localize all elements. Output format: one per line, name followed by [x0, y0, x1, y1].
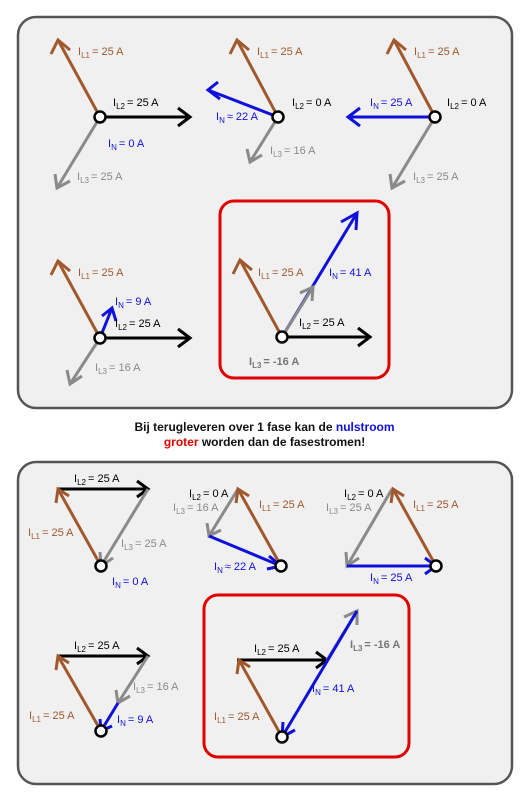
triangle-diagram-5: IL2= 25 A IL3= -16 A IN= 41 A IL1= 25 A — [214, 608, 400, 744]
l1-arrowhead — [54, 653, 70, 671]
n-arrowhead — [345, 106, 361, 128]
l3-arrow — [207, 488, 240, 537]
l1-arrow — [237, 659, 284, 738]
star-point — [271, 110, 285, 124]
star-point — [94, 559, 108, 573]
l1-arrow — [56, 39, 102, 118]
star-diagram-4: IL1= 25 A IN= 9 A IL2= 25 A IL3= 16 A — [49, 258, 193, 387]
l3-arrowhead — [53, 173, 71, 191]
l1-arrowhead — [49, 258, 71, 276]
n-arrow — [207, 88, 279, 119]
l2-arrowhead — [177, 106, 193, 128]
star-point — [93, 331, 107, 345]
caption-part-1: Bij terugleveren over 1 fase kan de — [134, 420, 336, 434]
l1-arrow — [391, 488, 438, 567]
star-point — [94, 724, 108, 738]
caption-line-1: Bij terugleveren over 1 fase kan de nuls… — [0, 420, 529, 435]
triangle-diagram-2: IL2= 0 A IL3= 16 A IL1= 25 A IN≈ 22 A — [173, 486, 305, 575]
triangle-diagram-4: IL2= 25 A IL3= 16 A IL1= 25 A IN= 9 A — [29, 640, 179, 738]
caption-groter: groter — [163, 435, 199, 449]
l3-arrowhead — [65, 369, 83, 387]
star-point — [274, 559, 288, 573]
n-label: IN= 41 A — [329, 267, 372, 281]
l1-arrow — [236, 488, 283, 567]
l1-arrow — [392, 39, 437, 118]
l1-arrowhead — [234, 486, 250, 504]
l3-arrow — [345, 488, 394, 567]
l3-arrow — [116, 655, 150, 704]
l2-arrowhead — [177, 327, 193, 349]
triangle-diagram-1: IL2= 25 A IL1= 25 A IL3= 25 A IN= 0 A — [28, 473, 167, 590]
l3-arrow — [55, 116, 102, 189]
n-arrow — [208, 534, 282, 568]
l3-arrowhead — [388, 173, 406, 191]
l3-arrowhead — [245, 148, 263, 165]
l3-label: IL3= 25 A — [121, 538, 167, 552]
l2-arrowhead — [357, 326, 373, 348]
l1-arrow — [56, 260, 102, 339]
n-label: IN= 41 A — [312, 683, 355, 697]
caption-part-2: worden dan de fasestromen! — [198, 435, 366, 449]
l1-arrow — [56, 488, 103, 567]
caption-nulstroom: nulstroom — [335, 420, 395, 434]
l1-label: IL1= 25 A — [28, 527, 74, 541]
l3-arrowhead — [299, 284, 315, 302]
n-arrowhead — [101, 305, 118, 322]
l1-arrow — [235, 39, 280, 118]
l1-arrow — [56, 655, 103, 732]
l1-arrowhead — [385, 37, 407, 55]
star-highlight-box — [218, 199, 391, 380]
l1-arrowhead — [49, 37, 71, 55]
star-point — [275, 330, 289, 344]
l3-arrow — [280, 286, 315, 338]
n-arrowhead — [205, 80, 221, 101]
caption: Bij terugleveren over 1 fase kan de nuls… — [0, 420, 529, 450]
l1-label: IL1= 25 A — [413, 499, 459, 513]
l3-arrow — [99, 488, 150, 567]
n-label: IN≈ 22 A — [214, 561, 257, 575]
triangle-panel — [16, 460, 514, 786]
l1-arrowhead — [228, 37, 250, 55]
star-point — [93, 110, 107, 124]
l3-arrow — [248, 116, 280, 163]
n-arrow — [280, 610, 359, 738]
n-arrowhead — [340, 210, 359, 231]
star-point — [429, 559, 443, 573]
l1-arrowhead — [389, 486, 405, 504]
n-label: IN= 25 A — [370, 97, 413, 111]
star-point — [428, 110, 442, 124]
l3-arrow — [68, 337, 102, 385]
star-point — [275, 730, 289, 744]
l1-arrowhead — [231, 257, 253, 275]
star-diagram-2: IL1= 25 A IL2= 0 A IN≈ 22 A IL3= 16 A — [205, 37, 332, 165]
l1-arrowhead — [235, 657, 251, 675]
triangle-highlight-box — [202, 593, 411, 759]
n-label: IN≈ 22 A — [216, 111, 259, 125]
l3-arrow — [390, 116, 437, 189]
n-label: IN= 25 A — [370, 572, 413, 586]
l1-arrow — [238, 259, 284, 338]
caption-line-2: groter worden dan de fasestromen! — [0, 435, 529, 450]
l1-arrowhead — [54, 486, 70, 504]
